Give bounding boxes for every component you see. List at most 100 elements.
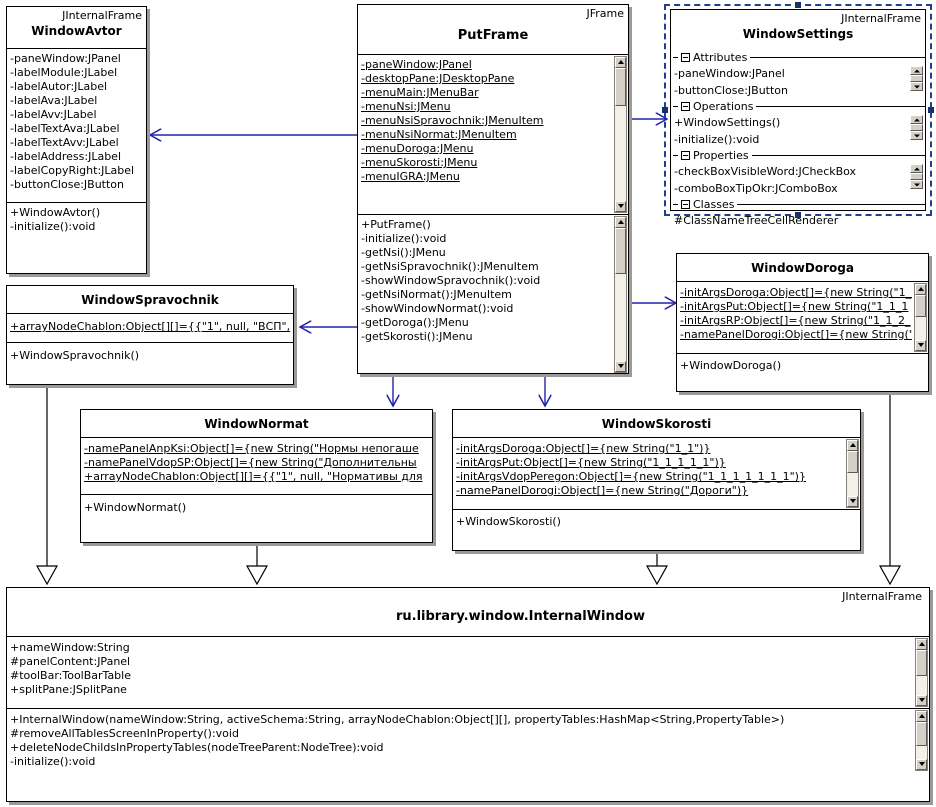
class-header: WindowSpravochnik — [7, 286, 293, 313]
operations-scrollbar[interactable] — [915, 710, 928, 771]
attributes-compartment[interactable]: -paneWindow:JPanel-desktopPane:JDesktopP… — [358, 54, 628, 214]
class-member-row: -paneWindow:JPanel — [361, 58, 472, 71]
class-member-row: -labelAddress:JLabel — [10, 150, 122, 163]
compartment-group-header[interactable]: Operations — [671, 99, 925, 114]
scrollbar-thumb[interactable] — [615, 228, 626, 274]
scroll-down-icon[interactable] — [910, 180, 923, 189]
class-box-window-spravochnik[interactable]: WindowSpravochnik +arrayNodeChablon:Obje… — [6, 285, 294, 385]
scroll-down-icon[interactable] — [916, 695, 927, 706]
scrollbar-track[interactable] — [916, 676, 927, 695]
scrollbar-thumb[interactable] — [910, 124, 923, 131]
scroll-down-icon[interactable] — [615, 361, 626, 372]
scrollbar-track[interactable] — [915, 317, 926, 340]
compartment-group-label: Classes — [693, 197, 735, 211]
scroll-down-icon[interactable] — [910, 131, 923, 140]
operations-compartment[interactable]: +WindowNormat() — [81, 494, 432, 518]
selection-handle-bottom[interactable] — [795, 212, 801, 218]
compartment-group-header[interactable]: Classes — [671, 197, 925, 212]
scrollbar-thumb[interactable] — [916, 650, 927, 676]
class-member-row: -getSkorosti():JMenu — [361, 330, 473, 343]
attributes-compartment[interactable]: +arrayNodeChablon:Object[][]={{"1", null… — [7, 313, 293, 342]
scroll-down-icon[interactable] — [615, 201, 626, 212]
class-box-internal-window[interactable]: JInternalFrame ru.library.window.Interna… — [6, 587, 930, 802]
operations-compartment[interactable]: +PutFrame()-initialize():void-getNsi():J… — [358, 214, 628, 374]
scroll-up-icon[interactable] — [910, 115, 923, 124]
scrollbar-thumb[interactable] — [910, 75, 923, 82]
group-rule — [756, 106, 925, 107]
scroll-up-icon[interactable] — [916, 711, 927, 722]
scroll-up-icon[interactable] — [615, 57, 626, 68]
scroll-up-icon[interactable] — [847, 440, 858, 451]
attributes-compartment[interactable]: +nameWindow:String#panelContent:JPanel#t… — [7, 636, 929, 708]
class-member-row: -getNsiSpravochnik():JMenuItem — [361, 260, 539, 273]
class-header: WindowDoroga — [677, 254, 928, 281]
class-box-window-settings[interactable]: JInternalFrame WindowSettings Attributes… — [670, 9, 926, 227]
attributes-compartment[interactable]: -initArgsDoroga:Object[]={new String("1_… — [453, 437, 860, 509]
scrollbar-thumb[interactable] — [916, 722, 927, 746]
scrollbar-track[interactable] — [847, 473, 858, 496]
attributes-scrollbar[interactable] — [915, 638, 928, 707]
attribute-list: -initArgsDoroga:Object[]={new String("1_… — [677, 282, 928, 345]
scroll-up-icon[interactable] — [915, 284, 926, 295]
scroll-up-icon[interactable] — [910, 66, 923, 75]
compartment-group: Classes#ClassNameTreeCellRenderer — [671, 197, 925, 229]
collapse-minus-icon[interactable] — [681, 53, 690, 62]
group-scrollbar[interactable] — [910, 164, 923, 189]
scroll-down-icon[interactable] — [916, 759, 927, 770]
compartment-group-header[interactable]: Attributes — [671, 50, 925, 65]
class-box-window-doroga[interactable]: WindowDoroga -initArgsDoroga:Object[]={n… — [676, 253, 929, 392]
operations-compartment[interactable]: +WindowDoroga() — [677, 353, 928, 376]
scroll-up-icon[interactable] — [615, 217, 626, 228]
selection-handle-right[interactable] — [928, 107, 934, 113]
group-dash — [673, 204, 678, 205]
class-box-window-normat[interactable]: WindowNormat -namePanelAnpKsi:Object[]={… — [80, 409, 433, 543]
group-scrollbar[interactable] — [910, 115, 923, 140]
scroll-up-icon[interactable] — [910, 164, 923, 173]
operations-compartment[interactable]: +WindowAvtor()-initialize():void — [7, 202, 146, 237]
selection-frame-window-settings[interactable] — [662, 2, 934, 218]
scroll-down-icon[interactable] — [915, 340, 926, 351]
scrollbar-track[interactable] — [615, 274, 626, 361]
class-member-row: -comboBoxTipOkr:JComboBox — [674, 182, 838, 195]
collapse-minus-icon[interactable] — [681, 151, 690, 160]
operations-compartment[interactable]: +WindowSpravochnik() — [7, 342, 293, 366]
attributes-scrollbar[interactable] — [846, 439, 859, 508]
scroll-down-icon[interactable] — [847, 496, 858, 507]
class-member-row: -desktopPane:JDesktopPane — [361, 72, 515, 85]
class-header: JInternalFrame WindowAvtor — [7, 7, 146, 48]
scroll-up-icon[interactable] — [916, 639, 927, 650]
group-scrollbar[interactable] — [910, 66, 923, 91]
class-member-row: -showWindowNormat():void — [361, 302, 514, 315]
attributes-compartment[interactable]: -namePanelAnpKsi:Object[]={new String("Н… — [81, 437, 432, 494]
class-box-window-avtor[interactable]: JInternalFrame WindowAvtor -paneWindow:J… — [6, 6, 147, 274]
attributes-scrollbar[interactable] — [914, 283, 927, 352]
scrollbar-track[interactable] — [916, 746, 927, 759]
selection-handle-left[interactable] — [662, 107, 668, 113]
compartment-group-label: Properties — [693, 148, 749, 162]
selection-handle-top[interactable] — [795, 2, 801, 8]
class-box-put-frame[interactable]: JFrame PutFrame -paneWindow:JPanel-deskt… — [357, 4, 629, 374]
settings-compartments: Attributes-paneWindow:JPanel-buttonClose… — [671, 50, 925, 229]
class-box-window-skorosti[interactable]: WindowSkorosti -initArgsDoroga:Object[]=… — [452, 409, 861, 551]
class-member-row: +WindowSkorosti() — [456, 515, 561, 528]
scroll-down-icon[interactable] — [910, 82, 923, 91]
class-name: PutFrame — [457, 28, 529, 43]
scrollbar-thumb[interactable] — [915, 295, 926, 317]
scrollbar-track[interactable] — [615, 106, 626, 201]
collapse-minus-icon[interactable] — [681, 200, 690, 209]
attributes-scrollbar[interactable] — [614, 56, 627, 213]
compartment-group-header[interactable]: Properties — [671, 148, 925, 163]
class-header: JInternalFrame WindowSettings — [671, 10, 925, 50]
attributes-compartment[interactable]: -paneWindow:JPanel-labelModule:JLabel-la… — [7, 48, 146, 202]
operations-compartment[interactable]: +WindowSkorosti() — [453, 509, 860, 532]
scrollbar-thumb[interactable] — [910, 173, 923, 180]
scrollbar-thumb[interactable] — [615, 68, 626, 106]
collapse-minus-icon[interactable] — [681, 102, 690, 111]
scrollbar-thumb[interactable] — [847, 451, 858, 473]
group-rule — [737, 204, 925, 205]
operations-compartment[interactable]: +InternalWindow(nameWindow:String, activ… — [7, 708, 929, 772]
operation-list: +WindowSkorosti() — [453, 510, 860, 532]
attributes-compartment[interactable]: -initArgsDoroga:Object[]={new String("1_… — [677, 281, 928, 353]
operations-scrollbar[interactable] — [614, 216, 627, 373]
